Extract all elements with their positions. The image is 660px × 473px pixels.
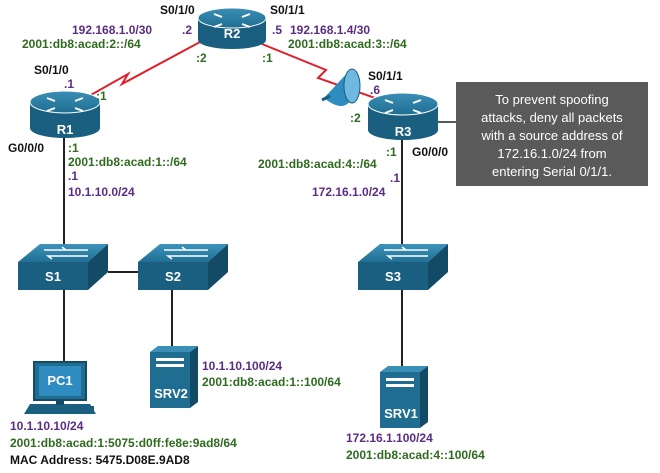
pc1-mac-address: MAC Address: 5475.D08E.9AD8 (10, 453, 190, 467)
r3-ipv6-g: :1 (386, 145, 397, 159)
router-r3[interactable]: R3 (367, 92, 439, 140)
r2-interface-s010: S0/1/0 (160, 3, 195, 17)
switch-s2[interactable]: S2 (138, 244, 228, 290)
r1-interface-g000: G0/0/0 (8, 141, 44, 155)
r3-host-serial: .6 (370, 83, 380, 97)
links (63, 41, 458, 370)
network-acad-1: 2001:db8:acad:1::/64 (68, 155, 187, 169)
server-srv2[interactable]: SRV2 (150, 346, 198, 408)
r2-host-right: .5 (272, 23, 282, 37)
pc1-ipv6: 2001:db8:acad:1:5075:d0ff:fe8e:9ad8/64 (10, 436, 237, 450)
device-label-srv2: SRV2 (154, 386, 188, 401)
router-icon (197, 7, 267, 49)
network-172-16-1-0: 172.16.1.0/24 (312, 185, 386, 199)
network-10-1-10-0: 10.1.10.0/24 (68, 185, 135, 199)
router-icon (367, 92, 439, 140)
network-acad-4: 2001:db8:acad:4::/64 (258, 157, 377, 171)
device-label-r2: R2 (224, 26, 241, 41)
srv1-ipv4: 172.16.1.100/24 (346, 431, 433, 445)
r1-interface-s010: S0/1/0 (34, 63, 69, 77)
server-icon (380, 366, 428, 428)
r3-host-g: .1 (390, 171, 400, 185)
server-icon (150, 346, 198, 408)
serial-link-r1-r2 (81, 41, 201, 101)
r1-labels: S0/1/0 .1 :1 G0/0/0 :1 2001:db8:acad:1::… (8, 63, 187, 199)
switch-s3[interactable]: S3 (358, 244, 448, 290)
callout-line: 172.16.1.0/24 from (497, 146, 607, 161)
device-label-srv1: SRV1 (384, 406, 418, 421)
r3-interface-g000: G0/0/0 (412, 145, 448, 159)
r2-labels: S0/1/0 S0/1/1 192.168.1.0/30 .2 2001:db8… (22, 3, 407, 65)
srv2-ipv6: 2001:db8:acad:1::100/64 (202, 375, 341, 389)
r3-labels: S0/1/1 .6 :2 G0/0/0 :1 2001:db8:acad:4::… (258, 69, 448, 199)
server-srv1[interactable]: SRV1 (380, 366, 428, 428)
switch-icon (18, 244, 108, 290)
switch-icon (138, 244, 228, 290)
switch-s1[interactable]: S1 (18, 244, 108, 290)
callout-line: attacks, deny all packets (481, 110, 623, 125)
filter-cone-icon (321, 68, 361, 106)
pc-pc1[interactable]: PC1 (24, 361, 96, 414)
device-label-s1: S1 (45, 269, 61, 284)
network-192-168-1-4: 192.168.1.4/30 (290, 23, 370, 37)
pc1-ipv4: 10.1.10.10/24 (10, 419, 84, 433)
srv1-ipv6: 2001:db8:acad:4::100/64 (346, 448, 485, 462)
r1-host-serial: .1 (64, 77, 74, 91)
r1-host-g: .1 (68, 169, 78, 183)
r2-host-left: .2 (182, 23, 192, 37)
network-acad-2: 2001:db8:acad:2::/64 (22, 37, 141, 51)
r3-ipv6-serial: :2 (350, 111, 361, 125)
pc-icon (24, 361, 96, 414)
callout-line: with a source address of (481, 128, 623, 143)
device-label-r1: R1 (57, 122, 74, 137)
r3-interface-s011: S0/1/1 (368, 69, 403, 83)
r2-ipv6-right: :1 (262, 51, 273, 65)
host-labels: 10.1.10.100/24 2001:db8:acad:1::100/64 1… (10, 359, 485, 467)
srv2-ipv4: 10.1.10.100/24 (202, 359, 282, 373)
router-r2[interactable]: R2 (197, 7, 267, 49)
device-label-s2: S2 (165, 269, 181, 284)
r1-ipv6-g: :1 (68, 141, 79, 155)
r2-ipv6-left: :2 (196, 51, 207, 65)
router-icon (29, 90, 101, 138)
switch-icon (358, 244, 448, 290)
acl-callout: To prevent spoofing attacks, deny all pa… (456, 82, 648, 186)
r1-ipv6-serial: :1 (96, 89, 107, 103)
device-label-pc1: PC1 (47, 373, 72, 388)
network-192-168-1-0: 192.168.1.0/30 (72, 23, 152, 37)
r2-interface-s011: S0/1/1 (270, 3, 305, 17)
router-r1[interactable]: R1 (29, 90, 101, 138)
callout-line: To prevent spoofing (495, 92, 609, 107)
device-label-s3: S3 (385, 269, 401, 284)
device-label-r3: R3 (395, 124, 412, 139)
callout-line: entering Serial 0/1/1. (492, 164, 612, 179)
network-acad-3: 2001:db8:acad:3::/64 (288, 37, 407, 51)
